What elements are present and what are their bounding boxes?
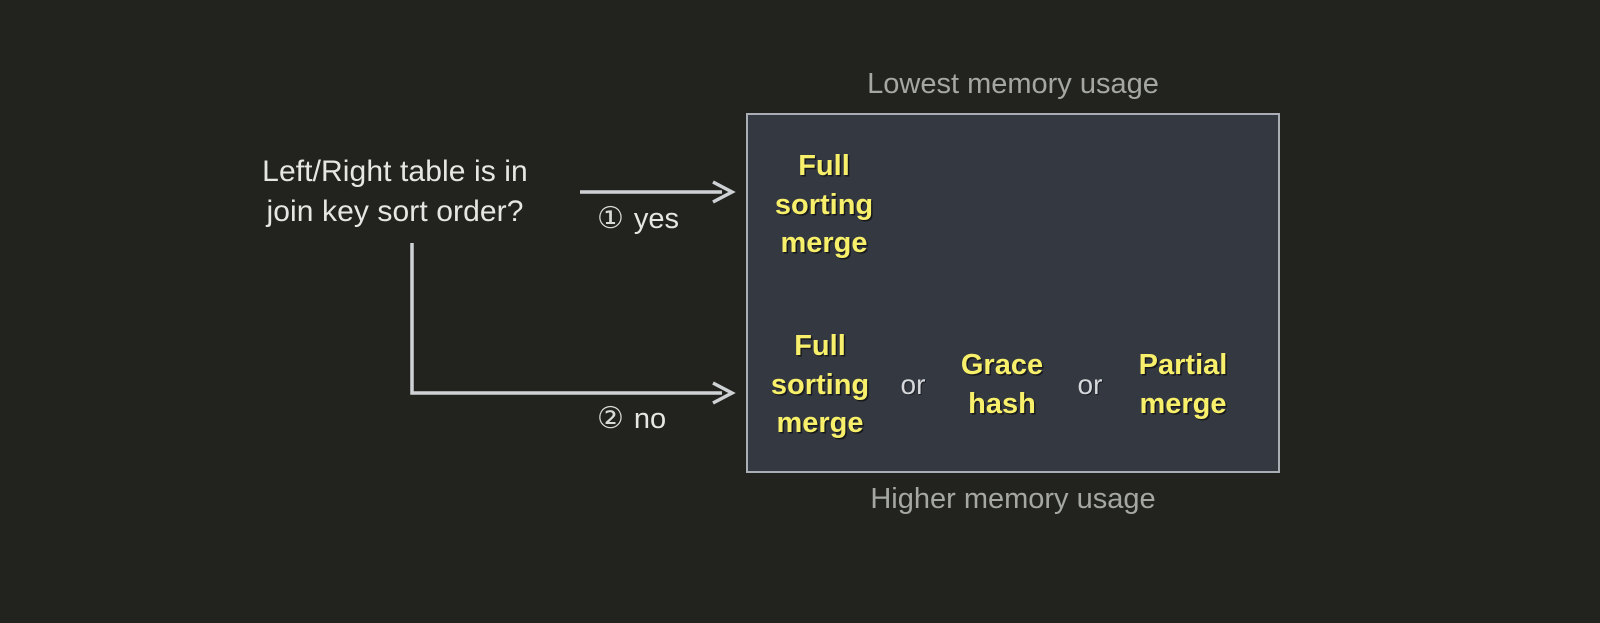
conjunction-or-1: or	[900, 369, 926, 400]
option-full-sorting-merge-unsorted: Full sorting merge	[770, 330, 870, 440]
branch-marker-1: ①	[597, 202, 624, 235]
branch-label-no: ② no	[597, 404, 666, 434]
option-full-sorting-merge-sorted: Full sorting merge	[774, 150, 874, 260]
connector-no	[410, 243, 736, 405]
branch-marker-2: ②	[597, 402, 624, 435]
option-partial-merge: Partial merge	[1138, 349, 1228, 420]
join-options-box: Full sorting merge Full sorting merge or…	[746, 113, 1280, 473]
branch-text-yes: yes	[633, 202, 680, 235]
branch-text-no: no	[633, 402, 667, 435]
conjunction-or-2: or	[1077, 369, 1103, 400]
caption-higher-memory: Higher memory usage	[870, 483, 1156, 515]
option-grace-hash: Grace hash	[960, 349, 1044, 420]
connector-yes	[580, 180, 736, 204]
branch-label-yes: ① yes	[597, 204, 679, 234]
decision-question: Left/Right table is in join key sort ord…	[262, 155, 528, 228]
option-row-unsorted: Full sorting merge or Grace hash or Part…	[748, 295, 1278, 475]
caption-lowest-memory: Lowest memory usage	[867, 68, 1159, 100]
option-row-sorted: Full sorting merge	[748, 115, 1278, 295]
